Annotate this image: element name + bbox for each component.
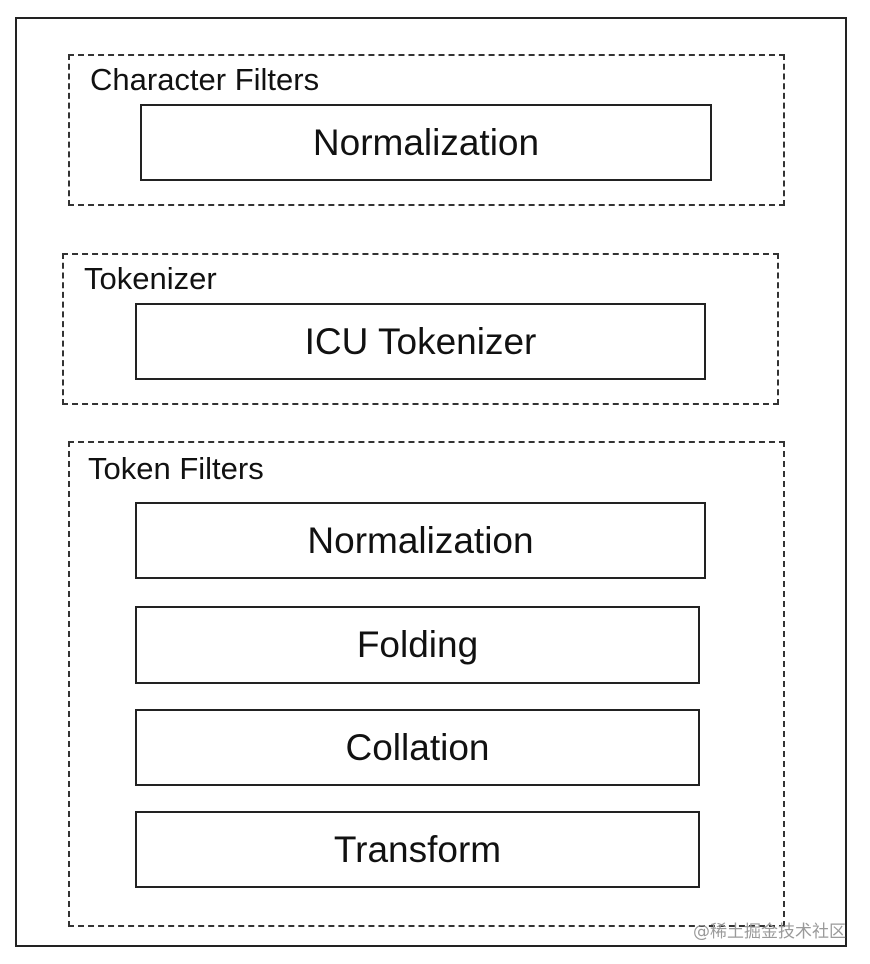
token-filters-label: Token Filters [88, 451, 264, 486]
analyzer-pipeline-frame [15, 17, 847, 947]
token-filter-folding-box: Folding [135, 606, 700, 684]
tokenizer-group [62, 253, 779, 405]
token-filter-collation-box: Collation [135, 709, 700, 786]
icu-tokenizer-box: ICU Tokenizer [135, 303, 706, 380]
character-filters-label: Character Filters [90, 62, 320, 97]
tokenizer-label: Tokenizer [84, 261, 217, 296]
token-filters-group [68, 441, 785, 927]
character-filter-normalization-box: Normalization [140, 104, 712, 181]
token-filter-normalization-box: Normalization [135, 502, 706, 579]
watermark: @稀土掘金技术社区 [693, 922, 846, 942]
character-filters-group [68, 54, 785, 206]
token-filter-transform-box: Transform [135, 811, 700, 888]
